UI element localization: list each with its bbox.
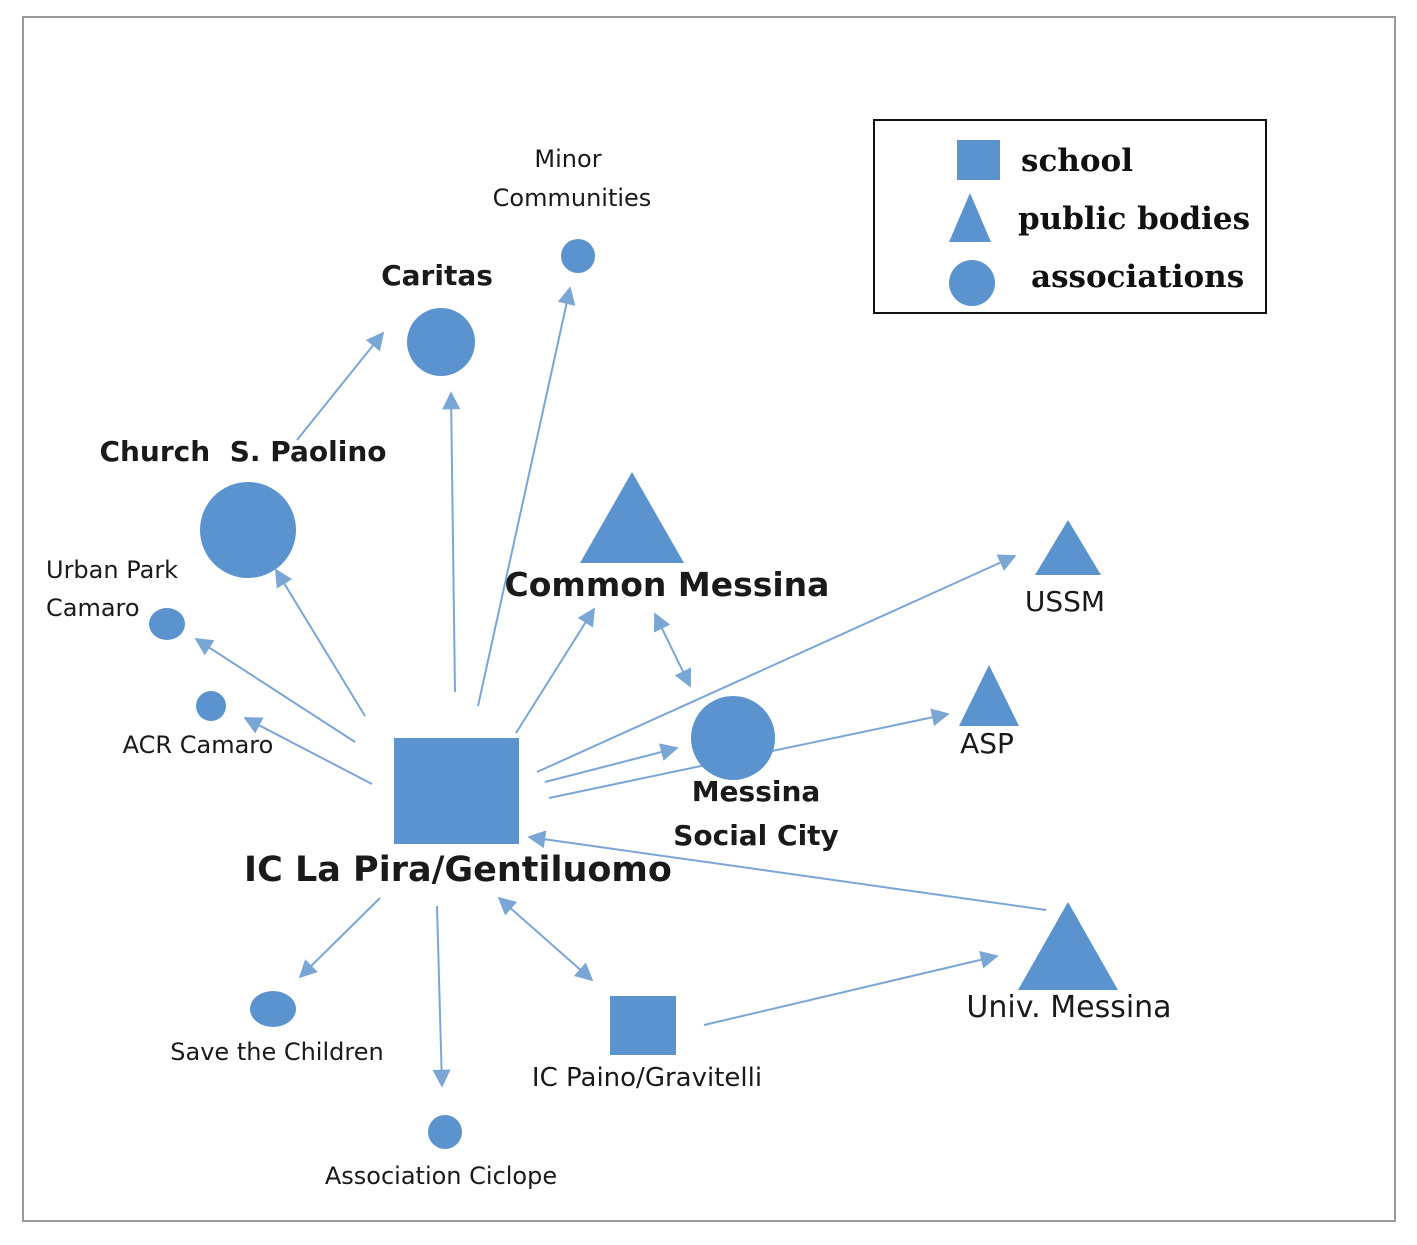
- legend-public-bodies-icon: [949, 193, 991, 242]
- label-ic-paino: IC Paino/Gravitelli: [532, 1063, 762, 1093]
- edge-univ-iclapira: [527, 830, 1047, 911]
- legend: school public bodies associations: [873, 119, 1267, 314]
- label-urban-park-2: Camaro: [46, 594, 140, 622]
- legend-associations-icon: [949, 260, 995, 306]
- legend-public-bodies-label: public bodies: [1018, 201, 1250, 237]
- edge-iclapira-minor: [477, 286, 576, 707]
- legend-associations-label: associations: [1031, 259, 1244, 295]
- label-univ-messina: Univ. Messina: [966, 990, 1171, 1025]
- label-ussm: USSM: [1025, 585, 1105, 618]
- edge-iclapira-common: [515, 607, 595, 734]
- node-urban-park: [149, 608, 185, 640]
- node-messina-social-city: [691, 696, 775, 780]
- edge-iclapira-church: [275, 568, 366, 717]
- edge-iclapira-socialcity: [544, 743, 679, 783]
- node-acr-camaro: [196, 691, 226, 721]
- edges: [194, 286, 1047, 1088]
- node-common-messina: [580, 472, 684, 563]
- label-save-the-children: Save the Children: [170, 1038, 383, 1066]
- edge-common-socialcity: [653, 612, 692, 688]
- legend-school-label: school: [1021, 143, 1133, 179]
- label-caritas: Caritas: [381, 259, 493, 292]
- label-asp: ASP: [960, 727, 1014, 760]
- legend-school-icon: [957, 140, 1000, 180]
- node-minor-communities: [561, 239, 595, 273]
- diagram-frame: [22, 16, 1396, 1222]
- edge-iclapira-caritas: [442, 391, 461, 693]
- edge-icpaino-univ: [703, 950, 999, 1026]
- label-acr-camaro: ACR Camaro: [123, 731, 274, 759]
- label-minor-communities-2: Communities: [493, 184, 652, 212]
- nodes: [149, 239, 1118, 1149]
- label-church: Church S. Paolino: [99, 435, 386, 468]
- node-save-the-children: [250, 991, 296, 1027]
- label-common-messina: Common Messina: [505, 565, 830, 604]
- legend-box: [873, 119, 1267, 314]
- label-urban-park-1: Urban Park: [46, 556, 178, 584]
- node-association-ciclope: [428, 1115, 462, 1149]
- edge-iclapira-acr: [243, 717, 373, 785]
- edge-iclapira-ussm: [536, 554, 1017, 773]
- edge-iclapira-icpaino: [497, 896, 594, 982]
- node-ic-paino: [610, 996, 676, 1055]
- node-ussm: [1035, 520, 1101, 575]
- node-ic-la-pira: [394, 738, 519, 844]
- label-minor-communities-1: Minor: [534, 145, 601, 173]
- node-caritas: [407, 308, 475, 376]
- edge-iclapira-savechildren: [298, 897, 381, 979]
- label-messina-social-city-1: Messina: [692, 775, 821, 808]
- edge-iclapira-urbanpark: [194, 638, 356, 743]
- node-church: [200, 482, 296, 578]
- labels: Minor Communities Caritas Church S. Paol…: [46, 145, 1172, 1190]
- node-univ-messina: [1018, 902, 1118, 990]
- label-association-ciclope: Association Ciclope: [325, 1162, 557, 1190]
- label-messina-social-city-2: Social City: [673, 819, 839, 852]
- node-asp: [959, 665, 1019, 726]
- edge-iclapira-ciclope: [432, 905, 451, 1088]
- edge-church-caritas: [296, 331, 385, 441]
- label-ic-la-pira: IC La Pira/Gentiluomo: [244, 850, 672, 890]
